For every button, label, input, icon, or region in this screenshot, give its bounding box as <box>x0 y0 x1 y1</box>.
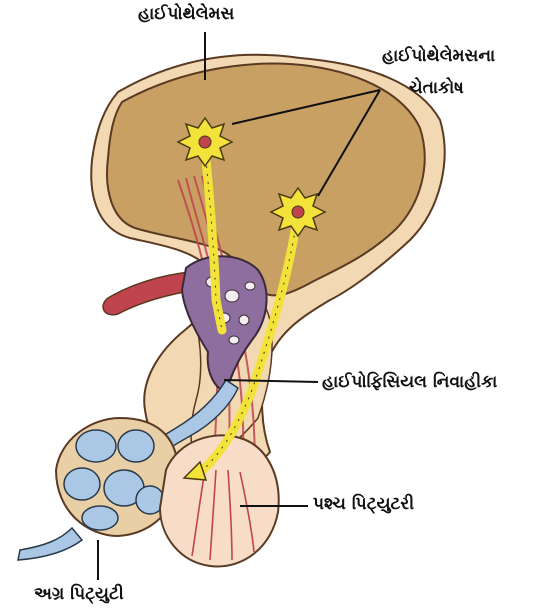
neuron-body-1 <box>178 118 232 166</box>
label-posterior-pituitary: પશ્ચ પિટ્યુટરી <box>313 494 414 514</box>
neuron-body-2 <box>271 188 325 236</box>
label-hypothalamus-cells-line2: ચેતાકોષ <box>409 78 464 98</box>
label-hypophyseal-portal: હાઈપોફિસિયલ નિવાહીકા <box>322 372 497 392</box>
label-hypothalamus: હાઈપોથેલેમસ <box>138 4 234 24</box>
outflow-vessel <box>18 528 82 560</box>
label-hypothalamus-cells-line1: હાઈપોથેલેમસના <box>382 46 495 66</box>
label-anterior-pituitary: અગ્ર પિટ્યુટી <box>34 584 124 604</box>
